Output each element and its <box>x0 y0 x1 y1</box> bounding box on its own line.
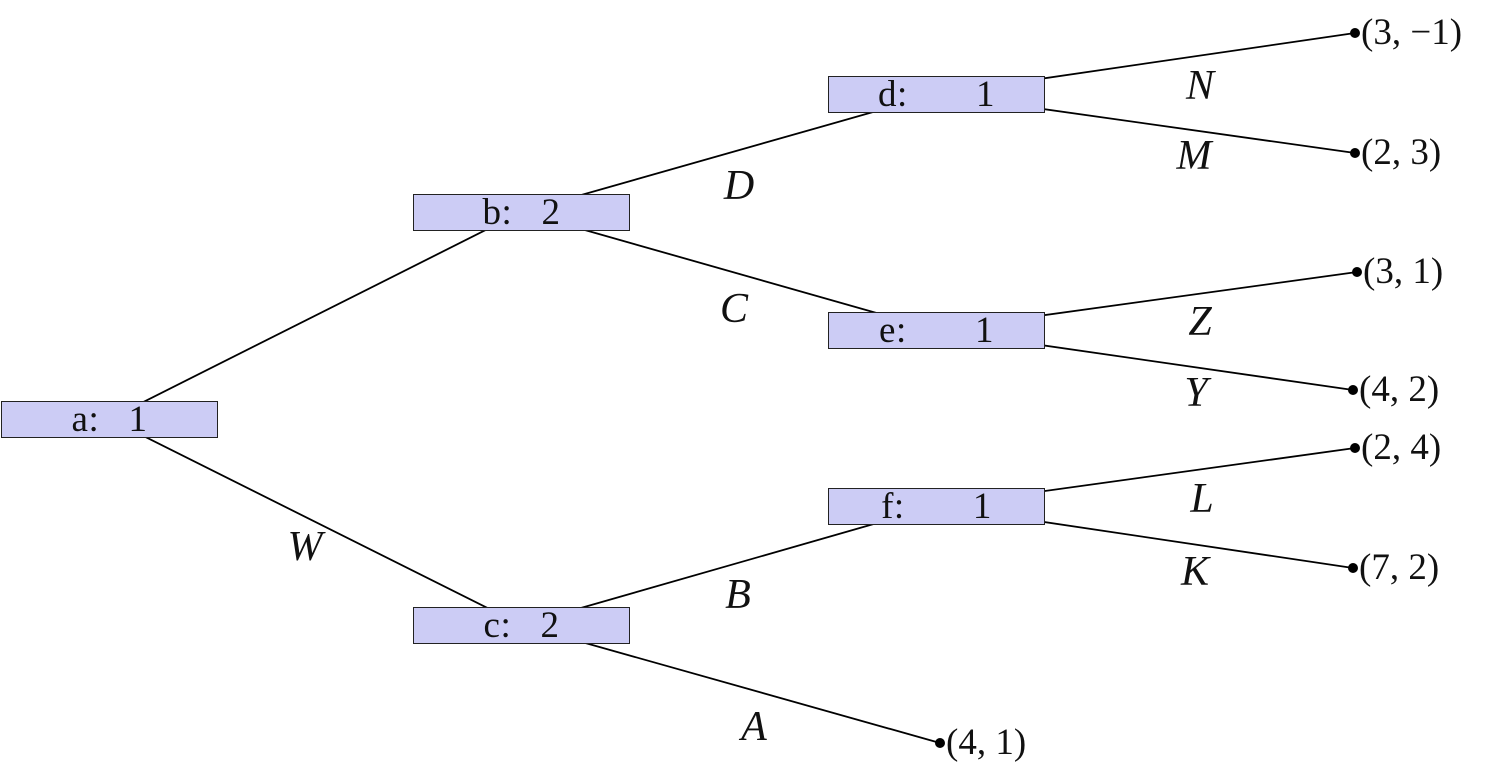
tree-edge-c-f <box>521 505 937 626</box>
edge-label-Y: Y <box>1184 370 1208 416</box>
payoff-label-L7: (4, 1) <box>946 721 1027 763</box>
tree-edge-a-b <box>109 211 522 420</box>
decision-node-d: d: 1 <box>828 73 1045 115</box>
edge-label-L: L <box>1190 476 1214 522</box>
edge-label-Z: Z <box>1188 299 1212 345</box>
payoff-label-L1: (3, −1) <box>1361 11 1463 53</box>
decision-node-label: c: 2 <box>483 604 560 646</box>
decision-node-f: f: 1 <box>828 485 1045 527</box>
payoff-label-L6: (7, 2) <box>1359 546 1440 588</box>
edge-label-B: B <box>725 572 751 618</box>
terminal-node-dot-L6 <box>1348 563 1358 573</box>
decision-node-label: d: 1 <box>877 73 996 115</box>
payoff-label-L4: (4, 2) <box>1359 368 1440 410</box>
decision-node-label: a: 1 <box>71 398 148 440</box>
tree-edge-c-L7 <box>521 624 941 744</box>
edge-label-M: M <box>1176 133 1212 179</box>
decision-node-label: b: 2 <box>482 191 561 233</box>
decision-node-label: f: 1 <box>881 485 992 527</box>
edge-label-N: N <box>1185 63 1215 109</box>
edge-label-D: D <box>723 163 755 209</box>
tree-edge-b-d <box>521 93 937 213</box>
edge-label-W: W <box>287 524 323 570</box>
decision-node-c: c: 2 <box>413 604 630 646</box>
payoff-label-L2: (2, 3) <box>1361 131 1442 173</box>
edge-label-C: C <box>719 286 749 332</box>
decision-node-label: e: 1 <box>879 309 994 351</box>
terminal-node-dot-L7 <box>935 738 945 748</box>
payoff-label-L5: (2, 4) <box>1361 426 1442 468</box>
tree-edge-b-e <box>521 211 937 331</box>
payoff-label-L3: (3, 1) <box>1363 250 1444 292</box>
edge-label-K: K <box>1180 549 1210 595</box>
decision-node-a: a: 1 <box>1 398 218 440</box>
terminal-node-dot-L3 <box>1352 267 1362 277</box>
terminal-node-dot-L4 <box>1348 385 1358 395</box>
decision-node-b: b: 2 <box>413 191 630 233</box>
terminal-node-dot-L5 <box>1350 443 1360 453</box>
terminal-node-dot-L1 <box>1350 28 1360 38</box>
tree-edge-a-c <box>109 418 522 626</box>
terminal-node-dot-L2 <box>1350 148 1360 158</box>
edge-label-A: A <box>741 704 767 750</box>
decision-node-e: e: 1 <box>828 309 1045 351</box>
